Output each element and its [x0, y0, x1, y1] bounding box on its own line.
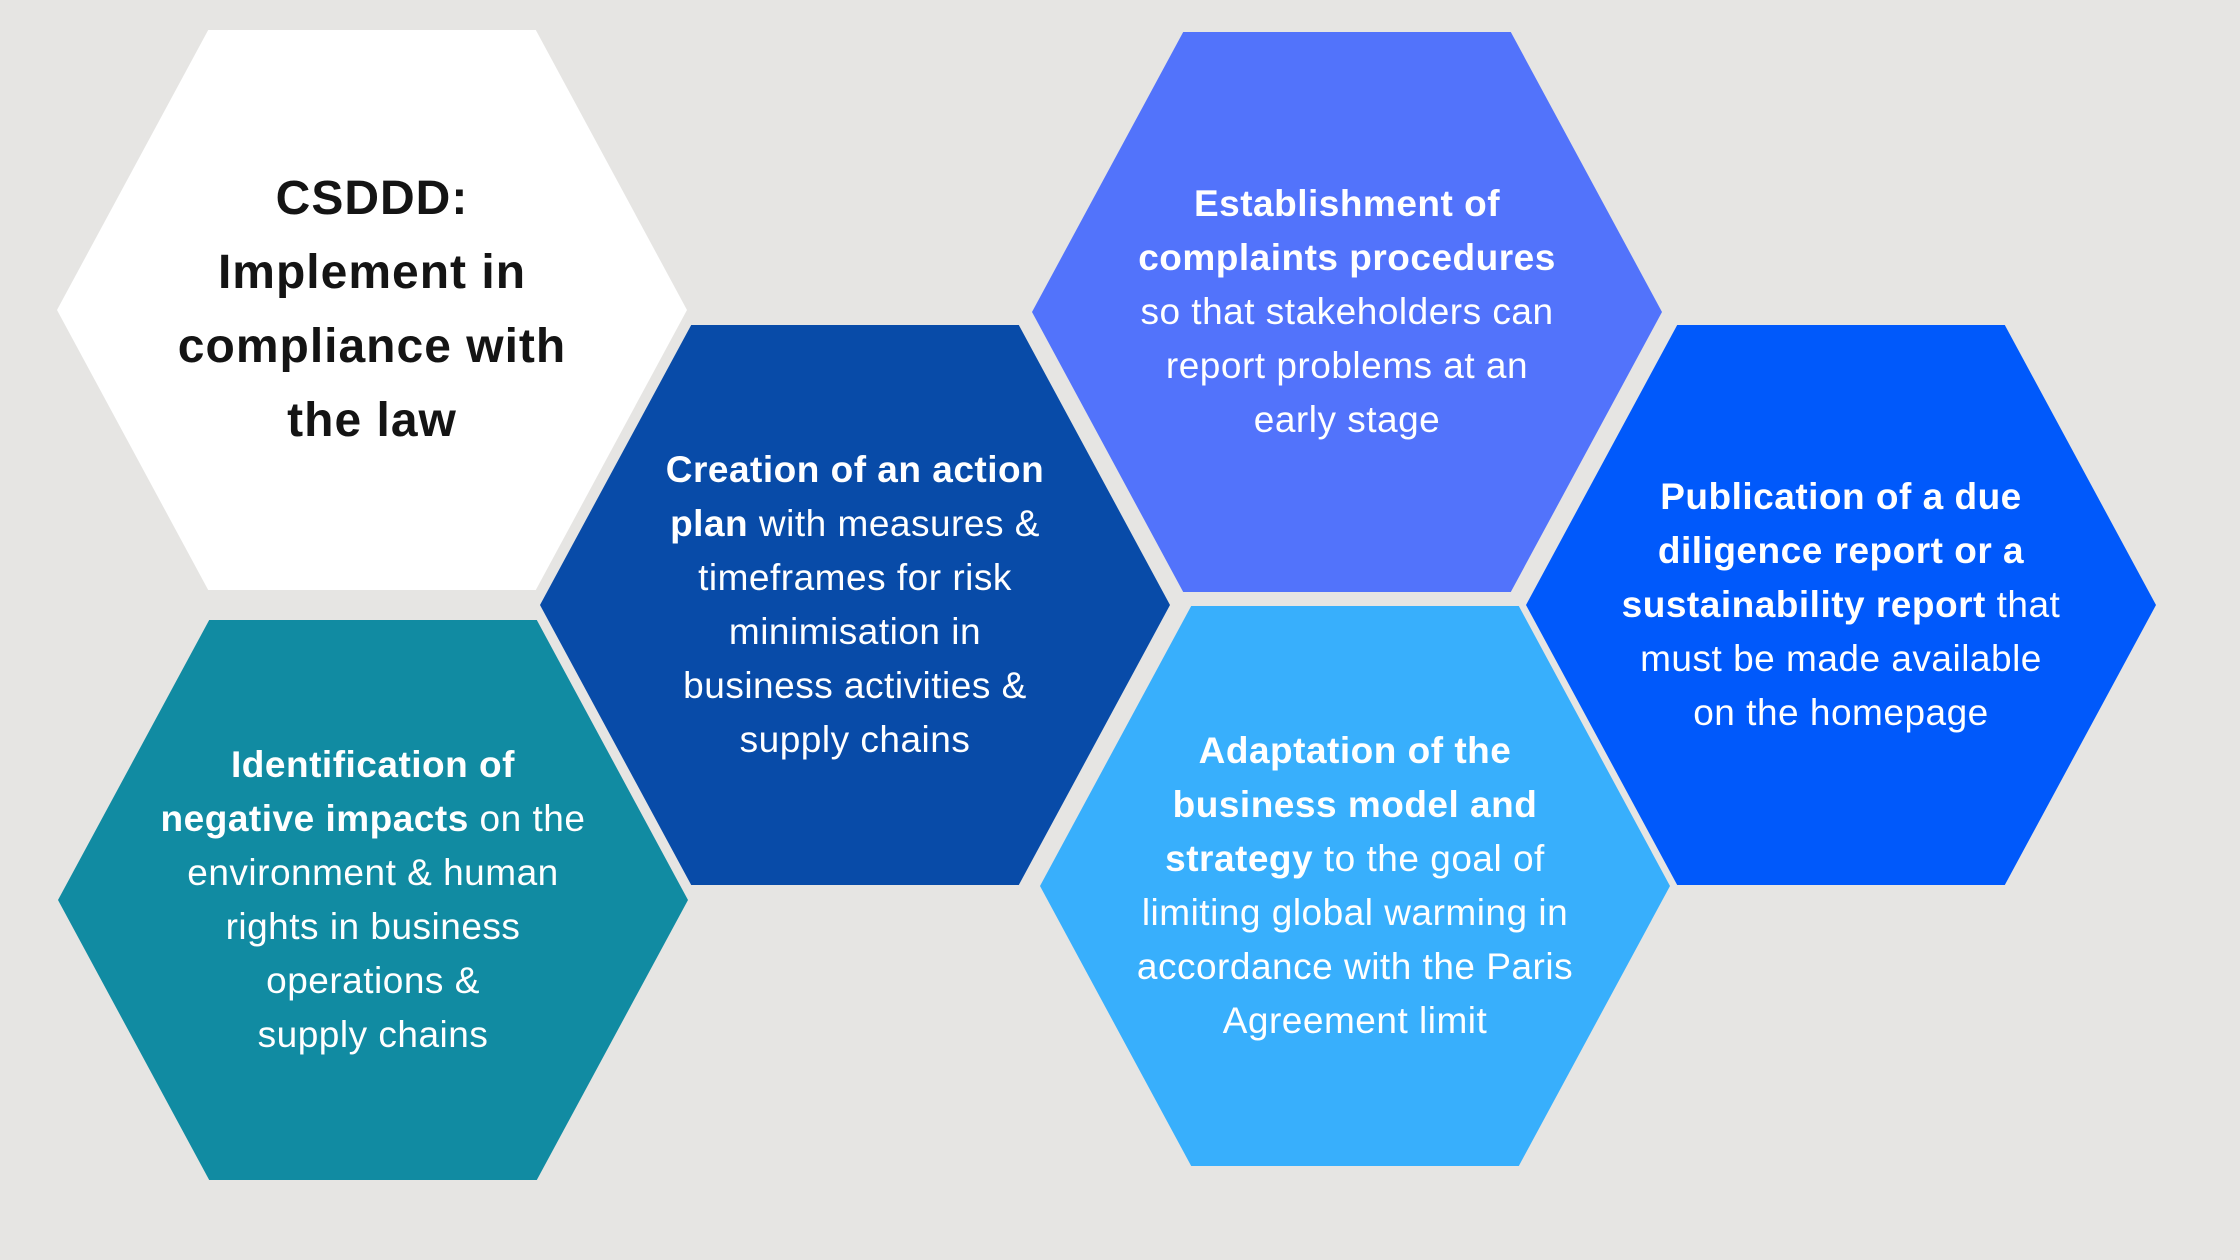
- text-run: operations &: [266, 960, 480, 1001]
- text-line: business model and: [1070, 778, 1640, 832]
- hexagon-text-block: Establishment of complaints procedures s…: [1032, 177, 1662, 447]
- text-line: diligence report or a: [1556, 524, 2126, 578]
- text-run: Establishment of: [1193, 183, 1501, 224]
- hexagon-complaints-procedures: Establishment of complaints procedures s…: [1032, 32, 1662, 592]
- text-run: with measures &: [748, 503, 1040, 544]
- text-line: accordance with the Paris: [1070, 940, 1640, 994]
- text-run: CSDDD:: [275, 172, 469, 225]
- text-line: Implement in: [87, 236, 657, 310]
- text-run: strategy: [1165, 838, 1314, 879]
- text-line: sustainability report that: [1556, 578, 2126, 632]
- text-run: accordance with the Paris: [1136, 946, 1574, 987]
- text-run: supply chains: [257, 1014, 489, 1055]
- text-run: early stage: [1253, 399, 1441, 440]
- text-run: diligence report or a: [1657, 530, 2025, 571]
- text-run: limiting global warming in: [1141, 892, 1569, 933]
- text-run: complaints procedures: [1138, 237, 1556, 278]
- text-line: complaints procedures: [1062, 231, 1632, 285]
- text-line: plan with measures &: [570, 497, 1140, 551]
- hexagon-text-block: Identification of negative impacts on th…: [58, 738, 688, 1062]
- text-line: negative impacts on the: [88, 792, 658, 846]
- hexagon-identification-impacts: Identification of negative impacts on th…: [58, 620, 688, 1180]
- text-run: Implement in: [217, 246, 527, 299]
- hexagon-action-plan: Creation of an action plan with measures…: [540, 325, 1170, 885]
- text-run: Publication of a due: [1660, 476, 2022, 517]
- text-line: rights in business: [88, 900, 658, 954]
- text-run: must be made available: [1640, 638, 2042, 679]
- text-run: timeframes for risk: [698, 557, 1012, 598]
- text-line: Establishment of: [1062, 177, 1632, 231]
- text-line: environment & human: [88, 846, 658, 900]
- text-run: the law: [287, 394, 457, 447]
- text-run: Agreement limit: [1222, 1000, 1488, 1041]
- hexagon-text-block: Adaptation of the business model and str…: [1040, 724, 1670, 1048]
- hexagon-text-block: Creation of an action plan with measures…: [540, 443, 1170, 767]
- text-line: on the homepage: [1556, 686, 2126, 740]
- text-run: business model and: [1172, 784, 1538, 825]
- text-run: compliance with: [177, 320, 567, 373]
- text-run: plan: [670, 503, 749, 544]
- text-line: operations &: [88, 954, 658, 1008]
- hexagon-text-block: CSDDD: Implement in compliance with the …: [57, 162, 687, 458]
- text-line: early stage: [1062, 393, 1632, 447]
- text-run: sustainability report: [1621, 584, 1986, 625]
- text-line: Identification of: [88, 738, 658, 792]
- hexagon-csddd-title: CSDDD: Implement in compliance with the …: [57, 30, 687, 590]
- text-line: business activities &: [570, 659, 1140, 713]
- text-line: limiting global warming in: [1070, 886, 1640, 940]
- text-line: Agreement limit: [1070, 994, 1640, 1048]
- text-run: on the homepage: [1693, 692, 1989, 733]
- text-line: supply chains: [88, 1008, 658, 1062]
- text-line: supply chains: [570, 713, 1140, 767]
- text-run: Creation of an action: [665, 449, 1045, 490]
- text-run: that: [1985, 584, 2061, 625]
- text-line: report problems at an: [1062, 339, 1632, 393]
- text-line: so that stakeholders can: [1062, 285, 1632, 339]
- text-line: the law: [87, 384, 657, 458]
- text-run: minimisation in: [728, 611, 982, 652]
- text-line: strategy to the goal of: [1070, 832, 1640, 886]
- text-run: to the goal of: [1313, 838, 1545, 879]
- text-run: environment & human: [187, 852, 559, 893]
- text-line: compliance with: [87, 310, 657, 384]
- text-line: Publication of a due: [1556, 470, 2126, 524]
- hexagon-due-diligence-report: Publication of a due diligence report or…: [1526, 325, 2156, 885]
- text-run: Identification of: [231, 744, 515, 785]
- text-run: Adaptation of the: [1198, 730, 1512, 771]
- text-run: business activities &: [683, 665, 1027, 706]
- hexagon-text-block: Publication of a due diligence report or…: [1526, 470, 2156, 740]
- text-line: Adaptation of the: [1070, 724, 1640, 778]
- text-line: CSDDD:: [87, 162, 657, 236]
- text-line: timeframes for risk: [570, 551, 1140, 605]
- text-line: Creation of an action: [570, 443, 1140, 497]
- text-run: supply chains: [739, 719, 971, 760]
- text-run: on the: [468, 798, 586, 839]
- text-run: report problems at an: [1165, 345, 1529, 386]
- text-run: rights in business: [225, 906, 521, 947]
- text-line: minimisation in: [570, 605, 1140, 659]
- text-run: so that stakeholders can: [1140, 291, 1554, 332]
- hexagon-business-model-adaptation: Adaptation of the business model and str…: [1040, 606, 1670, 1166]
- text-line: must be made available: [1556, 632, 2126, 686]
- text-run: negative impacts: [160, 798, 469, 839]
